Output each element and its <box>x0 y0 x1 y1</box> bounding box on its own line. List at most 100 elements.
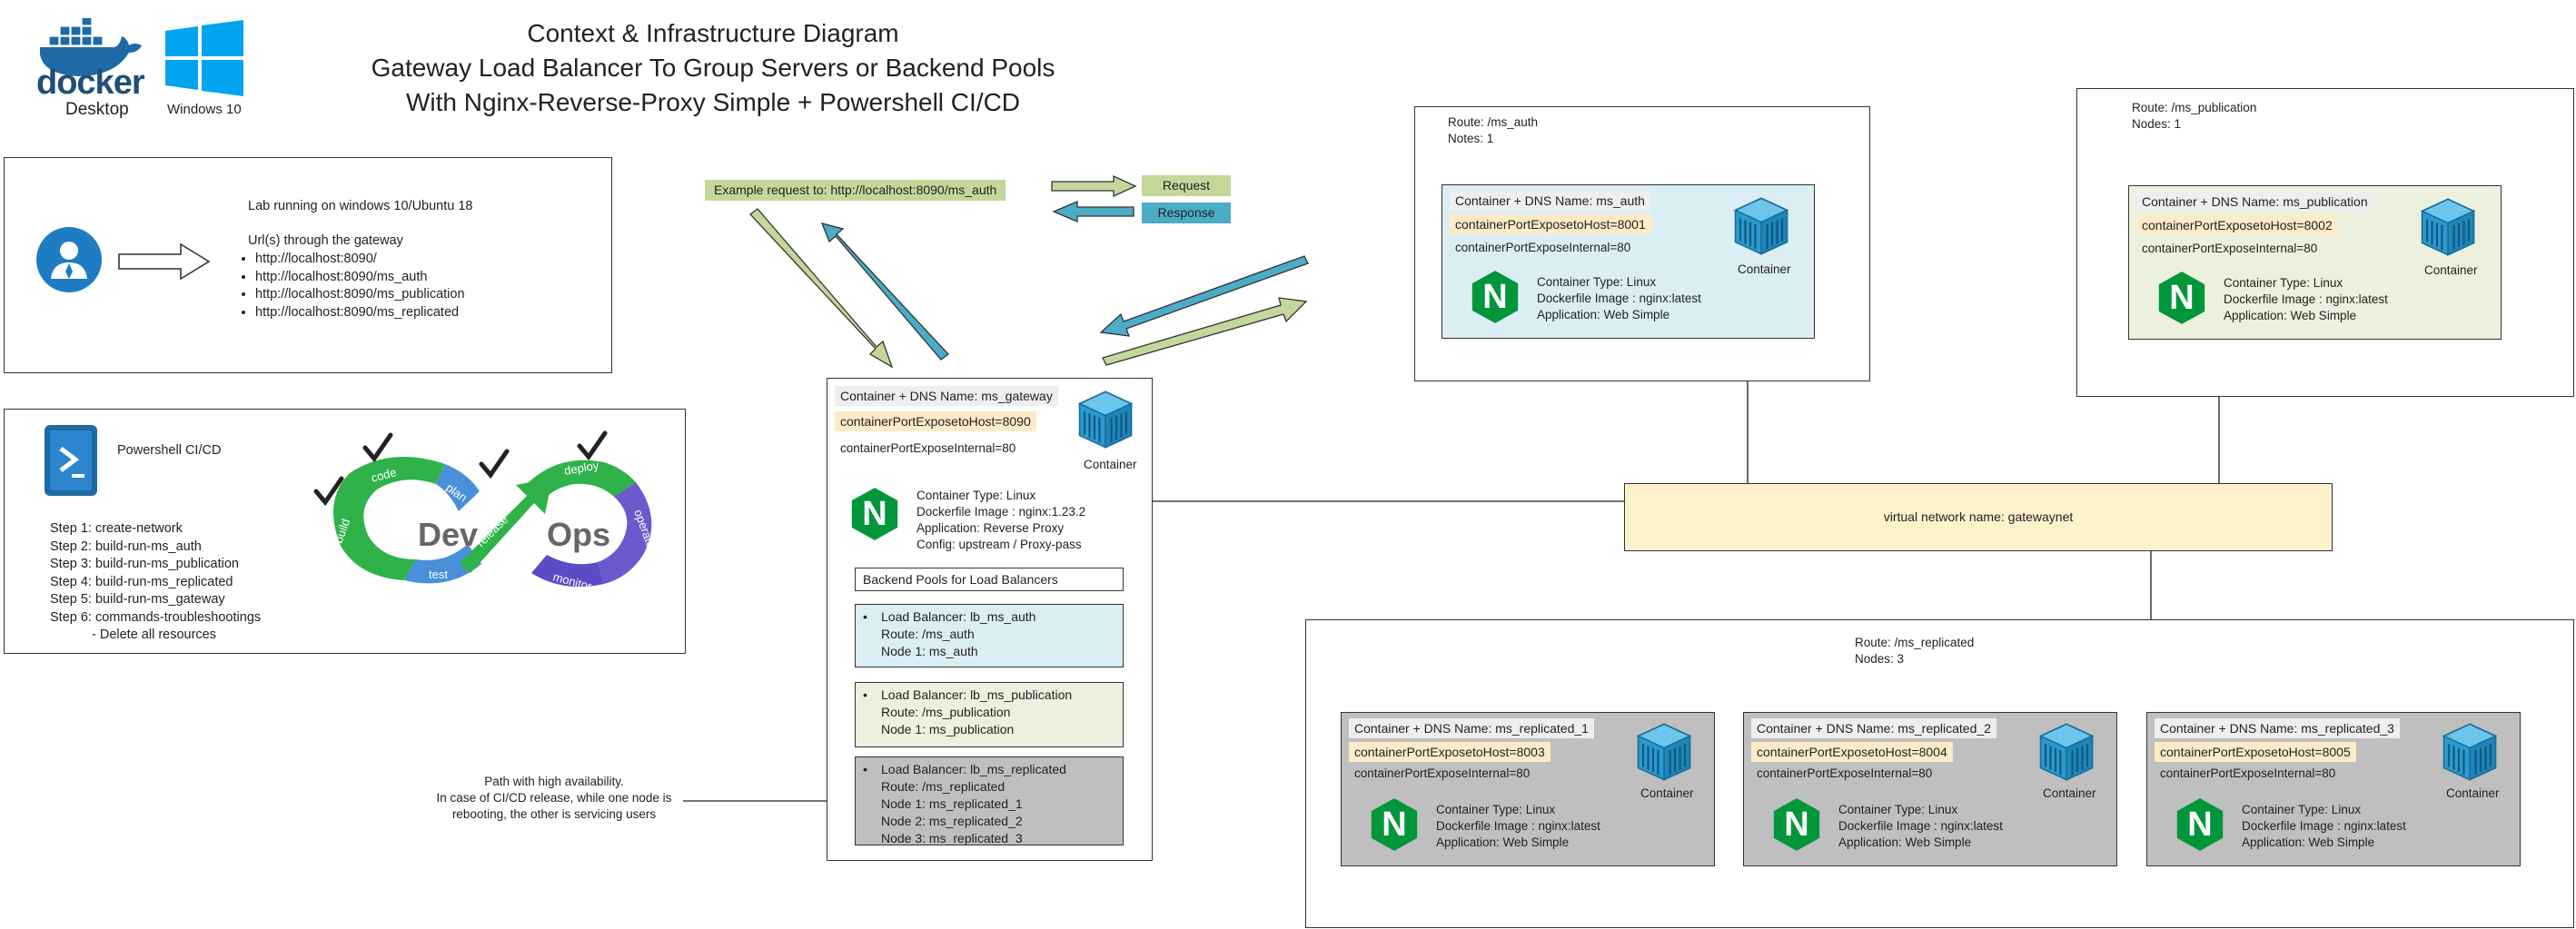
pool-line: Node 1: ms_replicated_1 <box>881 796 1023 811</box>
cicd-step: Step 1: create-network <box>50 521 183 536</box>
response-arrow-from-gateway <box>820 222 949 361</box>
info-line: Container Type: Linux <box>1838 803 1958 816</box>
cicd-step: Step 4: build-run-ms_replicated <box>50 574 233 589</box>
replicated-1-port-host: containerPortExposetoHost=8003 <box>1349 742 1551 762</box>
container-cube-icon <box>1075 388 1135 451</box>
svg-text:Ops: Ops <box>547 516 610 553</box>
backend-pools-title-text: Backend Pools for Load Balancers <box>863 572 1058 587</box>
publication-container-label: Container <box>2424 263 2478 277</box>
pool-line: Load Balancer: lb_ms_publication <box>881 687 1073 702</box>
pool-lb-ms-replicated: • Load Balancer: lb_ms_replicated Route:… <box>855 756 1124 845</box>
nginx-logo-icon: N <box>1470 269 1521 325</box>
nginx-letter: N <box>1482 278 1508 316</box>
ms-replicated-3-container: Container + DNS Name: ms_replicated_3 co… <box>2146 712 2521 866</box>
svg-text:code: code <box>370 465 398 485</box>
info-line: Application: Reverse Proxy <box>916 521 1065 535</box>
info-line: Application: Web Simple <box>1436 835 1570 849</box>
pool-line: Node 1: ms_auth <box>881 644 978 658</box>
replicated-1-port-internal: containerPortExposeInternal=80 <box>1354 766 1531 780</box>
windows-logo: Windows 10 <box>163 20 254 120</box>
nginx-logo-icon: N <box>1369 796 1420 853</box>
info-line: Container Type: Linux <box>916 489 1036 502</box>
gateway-box: Container + DNS Name: ms_gateway contain… <box>827 378 1153 861</box>
replicated-1-header: Container + DNS Name: ms_replicated_1 <box>1349 718 1594 738</box>
request-legend-arrow <box>1051 174 1137 198</box>
auth-header: Container + DNS Name: ms_auth <box>1450 191 1650 211</box>
container-cube-icon <box>1731 194 1791 258</box>
nginx-logo-icon: N <box>849 486 900 542</box>
response-legend-arrow <box>1052 201 1134 222</box>
ms-replicated-group: Route: /ms_replicated Nodes: 3 Container… <box>1305 619 2574 928</box>
pool-line: Load Balancer: lb_ms_auth <box>881 609 1036 624</box>
gateway-info: Container Type: Linux Dockerfile Image :… <box>916 488 1085 553</box>
replicated-3-container-label: Container <box>2446 786 2500 800</box>
replicated-3-header: Container + DNS Name: ms_replicated_3 <box>2155 718 2400 738</box>
pool-line: Route: /ms_auth <box>881 627 975 641</box>
replicated-1-container-label: Container <box>1640 786 1694 800</box>
nginx-letter: N <box>1784 805 1809 844</box>
replicated-2-header: Container + DNS Name: ms_replicated_2 <box>1751 718 1996 738</box>
bullet: • <box>863 609 867 624</box>
auth-info: Container Type: Linux Dockerfile Image :… <box>1537 274 1701 323</box>
pool-line: Load Balancer: lb_ms_replicated <box>881 762 1066 776</box>
pool-line: Node 2: ms_replicated_2 <box>881 814 1023 828</box>
cicd-step: - Delete all resources <box>92 628 216 642</box>
gateway-port-host: containerPortExposetoHost=8090 <box>835 411 1036 431</box>
title-line-3: With Nginx-Reverse-Proxy Simple + Powers… <box>405 88 1021 116</box>
ha-note-line: rebooting, the other is servicing users <box>451 807 657 821</box>
ms-publication-group: Route: /ms_publication Nodes: 1 Containe… <box>2076 88 2574 397</box>
nginx-logo-icon: N <box>2175 796 2225 853</box>
url-item[interactable]: http://localhost:8090/ <box>255 251 465 269</box>
info-line: Application: Web Simple <box>1537 308 1670 321</box>
url-item[interactable]: http://localhost:8090/ms_replicated <box>255 304 465 322</box>
replicated-route: Route: /ms_replicated <box>1855 636 1975 649</box>
container-cube-icon <box>2036 720 2096 784</box>
replicated-3-port-internal: containerPortExposeInternal=80 <box>2160 766 2336 780</box>
info-line: Dockerfile Image : nginx:latest <box>2224 292 2388 306</box>
publication-port-host: containerPortExposetoHost=8002 <box>2136 215 2338 235</box>
ms-replicated-1-container: Container + DNS Name: ms_replicated_1 co… <box>1341 712 1715 866</box>
ha-note: Path with high availability. In case of … <box>409 774 699 823</box>
cicd-step: Step 2: build-run-ms_auth <box>50 539 202 554</box>
url-item[interactable]: http://localhost:8090/ms_publication <box>255 286 465 304</box>
nginx-logo-icon: N <box>1771 796 1822 853</box>
docker-logo: docker Desktop <box>35 15 148 119</box>
windows-label: Windows 10 <box>167 102 242 117</box>
bullet: • <box>863 687 867 702</box>
svg-text:Dev: Dev <box>418 516 478 553</box>
cicd-box: Powershell CI/CD Step 1: create-network … <box>4 409 686 654</box>
auth-container-label: Container <box>1738 262 1791 276</box>
replicated-2-info: Container Type: Linux Dockerfile Image :… <box>1838 802 2003 851</box>
pool-line: Route: /ms_replicated <box>881 779 1006 794</box>
ha-note-line: Path with high availability. <box>484 775 624 788</box>
cicd-step: Step 6: commands-troubleshootings <box>50 609 262 625</box>
request-arrow-to-gateway <box>749 208 894 369</box>
publication-info: Container Type: Linux Dockerfile Image :… <box>2224 275 2388 324</box>
lab-line-2: Url(s) through the gateway <box>248 233 403 248</box>
info-line: Config: upstream / Proxy-pass <box>916 538 1082 551</box>
powershell-icon <box>45 425 97 496</box>
info-line: Dockerfile Image : nginx:latest <box>1537 292 1701 305</box>
gateway-container-label: Container <box>1084 458 1137 471</box>
docker-whale-icon <box>40 15 142 76</box>
virtual-network-label: virtual network name: gatewaynet <box>1883 509 2074 524</box>
publication-header: Container + DNS Name: ms_publication <box>2136 192 2373 212</box>
ms-auth-group: Route: /ms_auth Notes: 1 Container + DNS… <box>1414 106 1870 381</box>
replicated-3-port-host: containerPortExposetoHost=8005 <box>2155 742 2356 762</box>
response-label-text: Response <box>1157 205 1215 220</box>
nginx-letter: N <box>2169 279 2195 317</box>
request-label-text: Request <box>1162 178 1211 193</box>
replicated-2-port-host: containerPortExposetoHost=8004 <box>1751 742 1953 762</box>
info-line: Dockerfile Image : nginx:latest <box>2242 819 2406 833</box>
ha-note-line: In case of CI/CD release, while one node… <box>436 791 672 805</box>
cicd-steps: Step 1: create-network Step 2: build-run… <box>50 520 261 645</box>
diagram-title: Context & Infrastructure Diagram Gateway… <box>295 16 1131 120</box>
publication-notes: Nodes: 1 <box>2132 117 2182 131</box>
url-list: http://localhost:8090/ http://localhost:… <box>232 251 465 321</box>
publication-route: Route: /ms_publication <box>2132 101 2257 114</box>
url-item[interactable]: http://localhost:8090/ms_auth <box>255 269 465 287</box>
windows-logo-icon <box>165 20 243 96</box>
lab-info-box: Lab running on windows 10/Ubuntu 18 Url(… <box>4 157 612 373</box>
auth-port-host: containerPortExposetoHost=8001 <box>1450 214 1651 234</box>
pool-lb-ms-auth: • Load Balancer: lb_ms_auth Route: /ms_a… <box>855 604 1124 667</box>
